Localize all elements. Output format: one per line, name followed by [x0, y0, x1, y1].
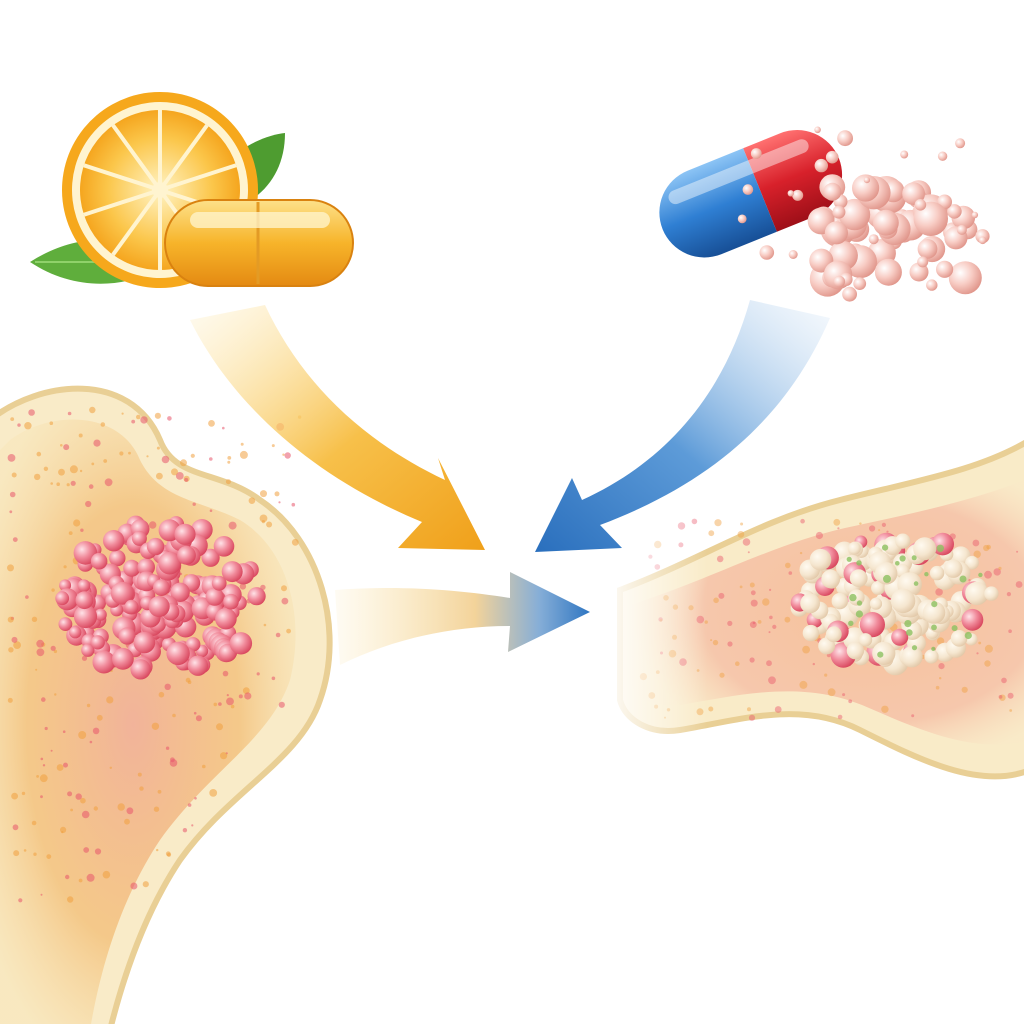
capsule-and-granules-group — [659, 126, 990, 302]
red-blue-capsule-icon — [659, 130, 843, 258]
orange-and-capsule-group — [30, 92, 354, 288]
left-bone — [0, 385, 333, 1024]
yellow-capsule-icon — [164, 199, 354, 287]
left-red-lesion — [55, 515, 266, 680]
right-bone — [600, 430, 1024, 790]
left-bone-marrow — [0, 419, 296, 1024]
blue-arrow — [535, 300, 830, 552]
horizontal-arrow — [335, 572, 590, 665]
yellow-arrow — [190, 305, 485, 550]
orange-slice-icon — [62, 92, 258, 288]
granules-icon — [737, 126, 990, 302]
